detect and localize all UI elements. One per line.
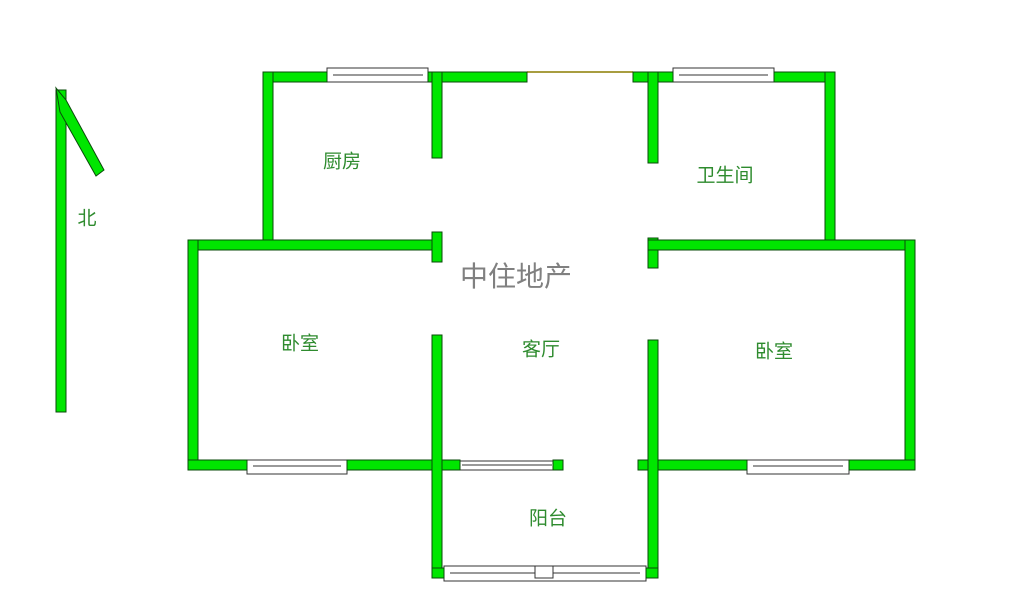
room-label-kitchen: 厨房 [322,150,362,173]
room-label-bathroom: 卫生间 [696,164,754,187]
room-label-bedroom-left: 卧室 [280,332,320,355]
room-label-balcony: 阳台 [528,507,568,530]
walls [187,71,916,579]
room-label-bedroom-right: 卧室 [754,340,794,363]
watermark: 中住地产 [459,260,573,293]
north-label: 北 [77,207,97,230]
room-label-living-room: 客厅 [521,338,561,361]
north-arrow-icon [55,86,105,413]
